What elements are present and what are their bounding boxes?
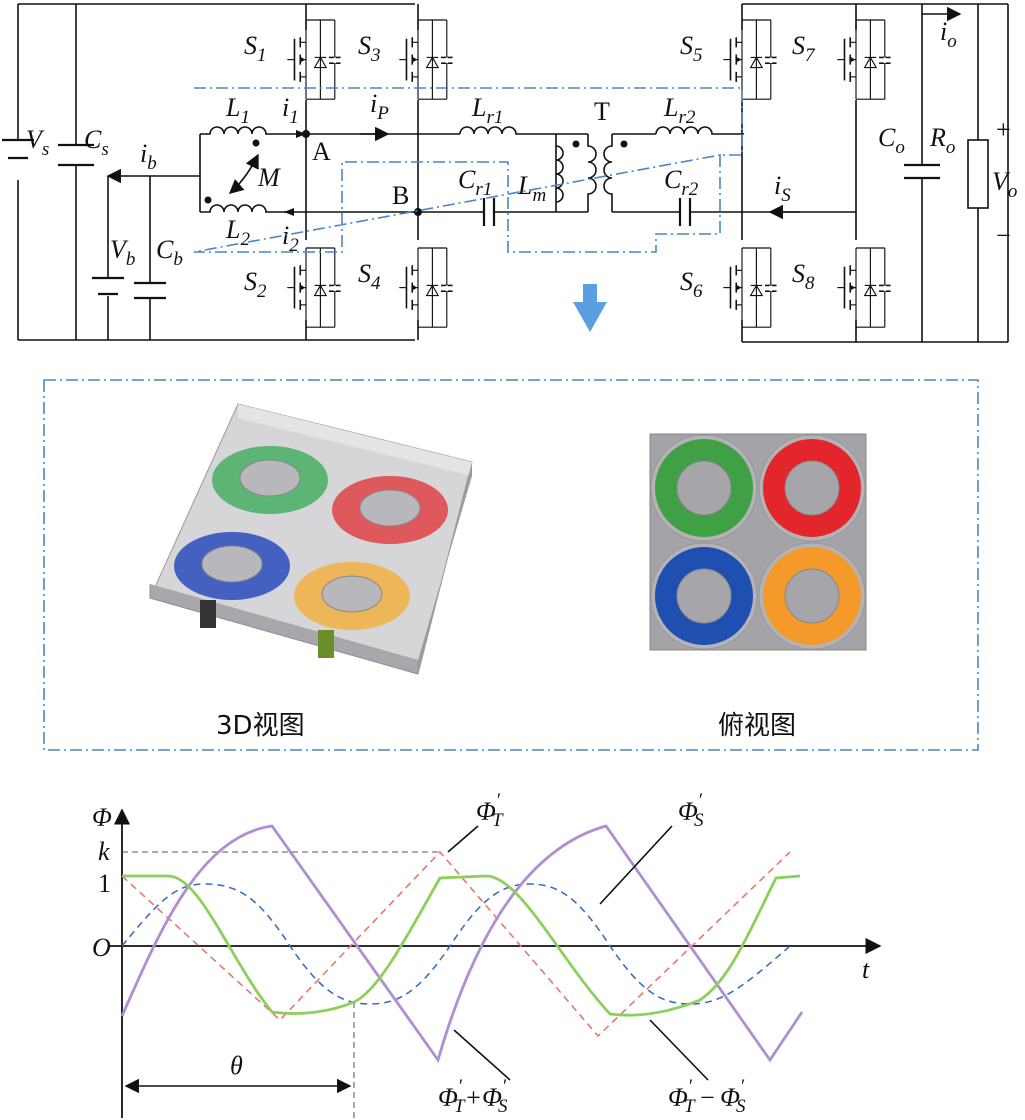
label-node-b: B xyxy=(392,181,409,210)
series-sum xyxy=(120,824,804,1064)
origin-label: O xyxy=(92,933,111,962)
circuit-diagram: Vs Cs ib Vb Cb L1 L2 M i1 i2 A xyxy=(2,3,1017,343)
label-transformer: T xyxy=(594,97,610,126)
label-cr2: Cr2 xyxy=(664,165,699,200)
label-co: Co xyxy=(878,123,905,158)
label-ro: Ro xyxy=(929,123,955,158)
tick-1: 1 xyxy=(98,869,111,898)
label-cb: Cb xyxy=(156,235,183,270)
label-lr2: Lr2 xyxy=(663,93,696,128)
label-s2: S2 xyxy=(244,267,267,302)
series-phi-s xyxy=(121,883,791,1005)
tick-k: k xyxy=(98,837,110,866)
label-s7: S7 xyxy=(792,31,816,66)
label-i2: i2 xyxy=(282,221,299,256)
label-minus: − xyxy=(996,221,1011,250)
core-3d-view xyxy=(149,403,473,675)
label-s3: S3 xyxy=(358,31,381,66)
label-vo: Vo xyxy=(992,167,1017,202)
series-phi-t xyxy=(121,850,791,1038)
label-ip: iP xyxy=(370,89,389,124)
label-ib: ib xyxy=(140,139,157,174)
label-is: iS xyxy=(774,171,791,206)
label-diff: Φ′T−Φ′S xyxy=(668,1076,746,1117)
ring-red xyxy=(763,439,861,537)
label-phi-t: Φ′T xyxy=(476,790,504,831)
flux-waveform: Φ t k 1 O θ Φ′T Φ′S Φ′T+Φ′S Φ′T−Φ′S xyxy=(92,790,882,1118)
label-sum: Φ′T+Φ′S xyxy=(438,1076,508,1117)
label-i1: i1 xyxy=(282,93,299,128)
label-s5: S5 xyxy=(680,31,703,66)
label-plus: + xyxy=(996,115,1011,144)
label-l1: L1 xyxy=(225,93,250,128)
label-s4: S4 xyxy=(358,259,381,294)
x-axis-label: t xyxy=(862,955,870,984)
label-io: io xyxy=(940,17,957,52)
ring-blue xyxy=(655,547,753,645)
label-s6: S6 xyxy=(680,267,703,302)
label-lr1: Lr1 xyxy=(471,93,503,128)
series-diff xyxy=(122,874,801,1017)
label-vb: Vb xyxy=(110,235,135,270)
theta-label: θ xyxy=(230,1051,243,1080)
label-vs: Vs xyxy=(26,125,49,160)
down-arrow-icon xyxy=(573,284,607,332)
label-s8: S8 xyxy=(792,259,815,294)
caption-top-view: 俯视图 xyxy=(718,711,796,741)
label-lm: Lm xyxy=(517,171,546,206)
label-m: M xyxy=(257,163,281,192)
label-s1: S1 xyxy=(244,31,267,66)
label-cr1: Cr1 xyxy=(458,165,492,200)
label-l2: L2 xyxy=(225,215,250,250)
ring-green xyxy=(655,439,753,537)
label-phi-s: Φ′S xyxy=(678,790,704,831)
core-top-view xyxy=(649,433,867,651)
label-node-a: A xyxy=(312,137,331,166)
ring-orange xyxy=(763,547,861,645)
label-cs: Cs xyxy=(84,125,109,160)
magnetic-core-panel: 3D视图 俯视图 xyxy=(43,379,979,751)
y-axis-label: Φ xyxy=(92,803,112,832)
caption-3d-view: 3D视图 xyxy=(216,711,305,741)
